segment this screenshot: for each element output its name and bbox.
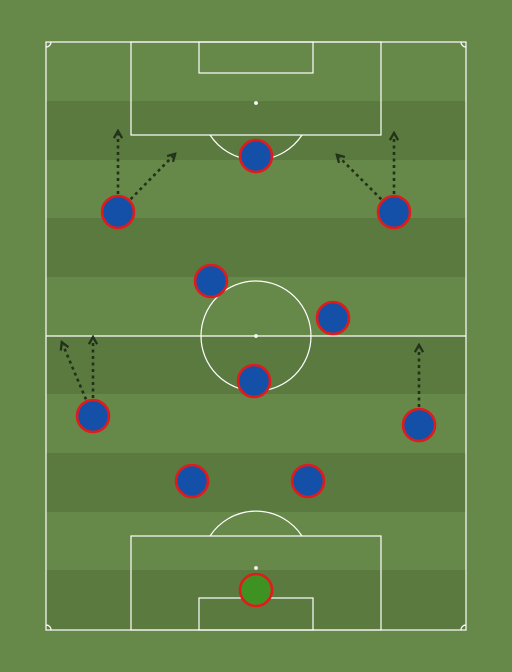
- player-marker: [174, 463, 210, 499]
- corner-arc-top-left: [45, 41, 52, 48]
- corner-arc-bottom-left: [45, 624, 52, 631]
- player-marker: [75, 398, 111, 434]
- centre-spot: [254, 334, 258, 338]
- player-marker: [236, 363, 272, 399]
- player-defensive-midfielder[interactable]: [236, 363, 272, 399]
- player-left-winger[interactable]: [100, 194, 136, 230]
- player-centre-back-right[interactable]: [290, 463, 326, 499]
- player-marker: [193, 263, 229, 299]
- player-marker: [100, 194, 136, 230]
- grass-stripe: [46, 218, 466, 277]
- top-goal-area: [198, 41, 314, 74]
- player-central-midfielder-right[interactable]: [315, 300, 351, 336]
- player-central-midfielder-left[interactable]: [193, 263, 229, 299]
- player-marker: [238, 138, 274, 174]
- bottom-penalty-spot: [254, 566, 258, 570]
- player-marker: [238, 572, 274, 608]
- player-right-winger[interactable]: [376, 194, 412, 230]
- player-right-back[interactable]: [401, 407, 437, 443]
- player-marker: [290, 463, 326, 499]
- player-marker: [401, 407, 437, 443]
- player-centre-back-left[interactable]: [174, 463, 210, 499]
- player-marker: [315, 300, 351, 336]
- players: [75, 138, 437, 608]
- corner-arc-top-right: [460, 41, 467, 48]
- pitch-markings: [45, 41, 467, 631]
- player-goalkeeper[interactable]: [238, 572, 274, 608]
- bottom-penalty-arc: [209, 510, 303, 537]
- corner-arc-bottom-right: [460, 624, 467, 631]
- top-penalty-spot: [254, 101, 258, 105]
- player-marker: [376, 194, 412, 230]
- grass-stripe: [46, 453, 466, 512]
- movement-arrows: [63, 134, 419, 407]
- player-striker[interactable]: [238, 138, 274, 174]
- player-left-back[interactable]: [75, 398, 111, 434]
